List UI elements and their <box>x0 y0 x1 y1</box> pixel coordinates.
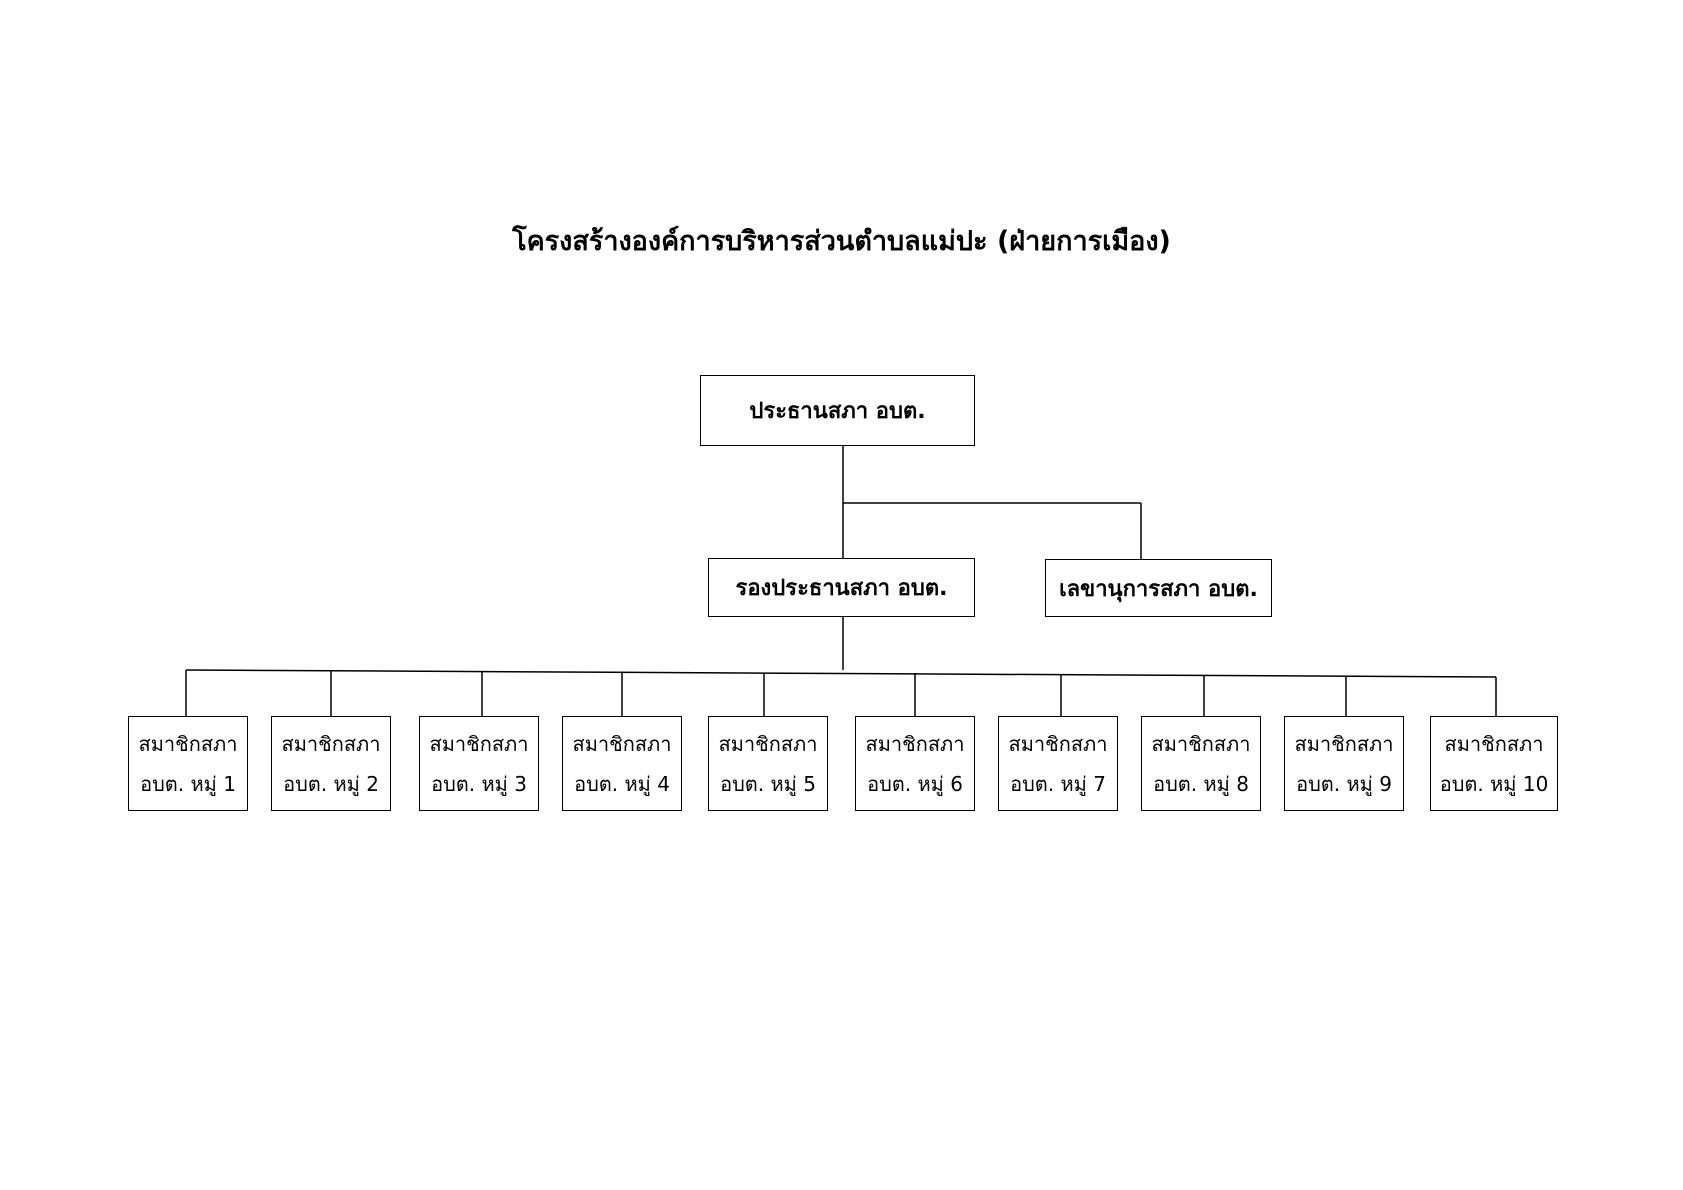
vice-chairman-label: รองประธานสภา อบต. <box>735 576 948 601</box>
secretary-box: เลขานุการสภา อบต. <box>1045 559 1272 617</box>
member-box: สมาชิกสภา อบต. หมู่ 6 <box>855 716 975 811</box>
member-title: สมาชิกสภา <box>281 731 381 756</box>
member-title: สมาชิกสภา <box>138 731 238 756</box>
member-box: สมาชิกสภา อบต. หมู่ 8 <box>1141 716 1261 811</box>
member-village: อบต. หมู่ 9 <box>1296 771 1392 796</box>
member-village: อบต. หมู่ 4 <box>574 771 670 796</box>
member-title: สมาชิกสภา <box>1444 731 1544 756</box>
member-village: อบต. หมู่ 3 <box>431 771 527 796</box>
member-village: อบต. หมู่ 10 <box>1439 771 1549 796</box>
member-box: สมาชิกสภา อบต. หมู่ 3 <box>419 716 539 811</box>
member-village: อบต. หมู่ 1 <box>140 771 236 796</box>
chairman-box: ประธานสภา อบต. <box>700 375 975 446</box>
member-title: สมาชิกสภา <box>865 731 965 756</box>
member-title: สมาชิกสภา <box>1294 731 1394 756</box>
vice-chairman-box: รองประธานสภา อบต. <box>708 558 975 617</box>
page-title: โครงสร้างองค์การบริหารส่วนตำบลแม่ปะ (ฝ่า… <box>512 226 1171 257</box>
member-box: สมาชิกสภา อบต. หมู่ 2 <box>271 716 391 811</box>
member-village: อบต. หมู่ 2 <box>283 771 379 796</box>
member-village: อบต. หมู่ 6 <box>867 771 963 796</box>
member-title: สมาชิกสภา <box>1008 731 1108 756</box>
member-box: สมาชิกสภา อบต. หมู่ 9 <box>1284 716 1404 811</box>
member-title: สมาชิกสภา <box>429 731 529 756</box>
member-box: สมาชิกสภา อบต. หมู่ 1 <box>128 716 248 811</box>
member-village: อบต. หมู่ 7 <box>1010 771 1106 796</box>
member-village: อบต. หมู่ 8 <box>1153 771 1249 796</box>
member-box: สมาชิกสภา อบต. หมู่ 7 <box>998 716 1118 811</box>
member-title: สมาชิกสภา <box>718 731 818 756</box>
chairman-label: ประธานสภา อบต. <box>749 399 926 424</box>
member-title: สมาชิกสภา <box>1151 731 1251 756</box>
member-village: อบต. หมู่ 5 <box>720 771 816 796</box>
member-title: สมาชิกสภา <box>572 731 672 756</box>
connector-members-bus <box>185 669 1497 678</box>
member-box: สมาชิกสภา อบต. หมู่ 10 <box>1430 716 1558 811</box>
secretary-label: เลขานุการสภา อบต. <box>1059 576 1258 602</box>
member-box: สมาชิกสภา อบต. หมู่ 4 <box>562 716 682 811</box>
member-box: สมาชิกสภา อบต. หมู่ 5 <box>708 716 828 811</box>
